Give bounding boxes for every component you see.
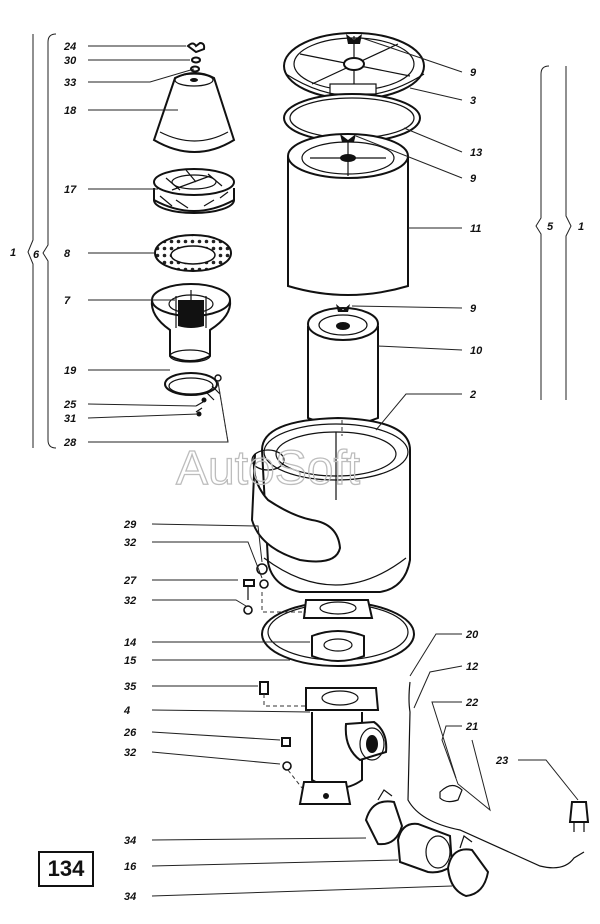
group-label-right-outer: 1 (578, 221, 584, 233)
washer (191, 56, 201, 64)
bolts-and-washers (243, 563, 292, 771)
label-32-c: 32 (124, 747, 136, 759)
swirl-housing (153, 168, 235, 214)
group-bracket-left (27, 33, 57, 449)
label-20: 20 (465, 629, 479, 641)
indicator-line (407, 681, 590, 869)
label-4: 4 (123, 705, 130, 717)
label-17: 17 (64, 184, 77, 196)
label-14: 14 (124, 637, 136, 649)
wing-nut (186, 41, 206, 54)
group-label-left-outer: 1 (10, 247, 16, 259)
label-9-lower: 9 (470, 303, 477, 315)
leader-lines (87, 37, 579, 897)
label-12: 12 (466, 661, 478, 673)
page-number-box: 134 (38, 851, 94, 887)
label-9-top: 9 (470, 67, 477, 79)
small-screws (195, 397, 207, 417)
label-34-a: 34 (124, 835, 136, 847)
filter-cover (283, 32, 425, 100)
label-28: 28 (63, 437, 77, 449)
connecting-hoses (364, 789, 490, 898)
label-18: 18 (64, 105, 77, 117)
filter-body (250, 416, 411, 593)
label-2: 2 (469, 389, 476, 401)
label-24: 24 (63, 41, 76, 53)
cap-cone (152, 72, 236, 153)
label-15: 15 (124, 655, 137, 667)
inner-filter-element (307, 304, 379, 426)
label-10: 10 (470, 345, 483, 357)
label-26: 26 (123, 727, 137, 739)
mesh-ring (154, 234, 232, 272)
label-22: 22 (465, 697, 478, 709)
label-33: 33 (64, 77, 76, 89)
clamp-band-small (164, 372, 222, 401)
part-labels: 24 30 33 18 17 8 7 19 25 31 28 9 3 13 9 … (63, 41, 508, 903)
group-label-right-inner: 5 (547, 221, 554, 233)
label-31: 31 (64, 413, 76, 425)
label-25: 25 (63, 399, 77, 411)
outer-filter-element (287, 133, 409, 296)
label-32-b: 32 (124, 595, 136, 607)
label-30: 30 (64, 55, 77, 67)
group-label-left-inner: 6 (33, 249, 40, 261)
label-32-a: 32 (124, 537, 136, 549)
label-7: 7 (64, 295, 71, 307)
seal-ring (190, 65, 200, 73)
label-35: 35 (124, 681, 137, 693)
group-bracket-right (535, 65, 572, 400)
label-34-b: 34 (124, 891, 136, 903)
label-16: 16 (124, 861, 137, 873)
label-9-middle: 9 (470, 173, 477, 185)
outlet-elbow-pipe (298, 687, 388, 805)
body-gasket-flange (261, 599, 415, 667)
label-27: 27 (123, 575, 137, 587)
inlet-cup (150, 283, 232, 363)
label-8: 8 (64, 248, 71, 260)
label-29: 29 (123, 519, 137, 531)
label-13: 13 (470, 147, 482, 159)
label-11: 11 (470, 223, 481, 235)
label-21: 21 (465, 721, 478, 733)
watermark-text: AutoSoft (176, 442, 360, 495)
label-19: 19 (64, 365, 77, 377)
label-23: 23 (495, 755, 508, 767)
label-3: 3 (470, 95, 476, 107)
